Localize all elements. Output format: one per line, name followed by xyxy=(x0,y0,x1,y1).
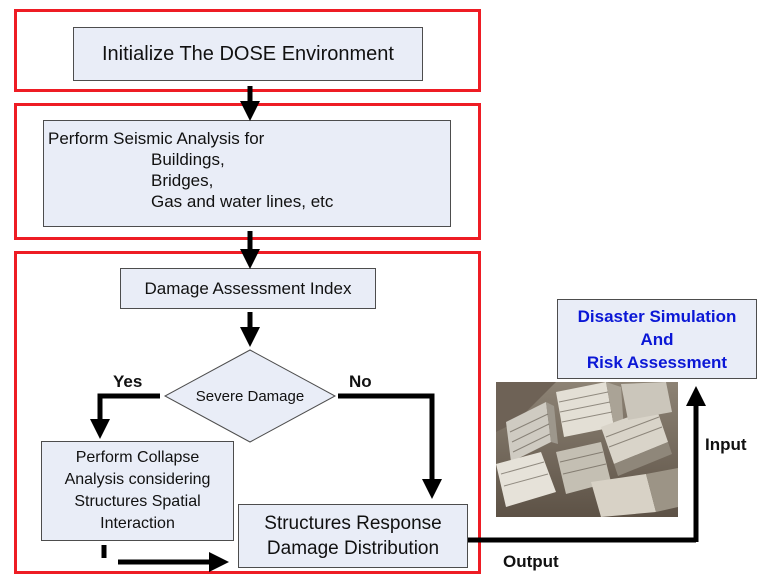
disaster-simulation-box: Disaster Simulation And Risk Assessment xyxy=(557,299,757,379)
severe-damage-diamond xyxy=(163,349,337,443)
disaster-line-3: Risk Assessment xyxy=(586,352,728,372)
response-line-2: Damage Distribution xyxy=(266,538,440,559)
severe-damage-label: Severe Damage xyxy=(196,388,304,405)
seismic-heading: Perform Seismic Analysis for xyxy=(48,129,265,148)
input-label: Input xyxy=(705,435,747,454)
disaster-line-1: Disaster Simulation xyxy=(577,306,737,326)
damage-assessment-box: Damage Assessment Index xyxy=(120,268,376,309)
seismic-item-lines: Gas and water lines, etc xyxy=(151,192,334,211)
collapse-analysis-box: Perform Collapse Analysis considering St… xyxy=(41,441,234,541)
response-line-1: Structures Response xyxy=(264,513,442,534)
collapse-line-4: Interaction xyxy=(100,515,175,532)
collapse-line-3: Structures Spatial xyxy=(74,493,201,510)
collapse-line-2: Analysis considering xyxy=(64,471,211,488)
seismic-item-buildings: Buildings, xyxy=(151,150,225,169)
damage-assessment-label: Damage Assessment Index xyxy=(144,278,352,298)
seismic-analysis-box: Perform Seismic Analysis for Buildings, … xyxy=(43,120,451,227)
earthquake-photo xyxy=(496,382,678,517)
disaster-line-2: And xyxy=(640,329,674,349)
no-branch-line xyxy=(338,393,435,470)
initialize-box: Initialize The DOSE Environment xyxy=(73,27,423,81)
structures-response-box: Structures Response Damage Distribution xyxy=(238,504,468,568)
collapse-line-1: Perform Collapse xyxy=(75,449,200,466)
seismic-item-bridges: Bridges, xyxy=(151,171,214,190)
yes-label: Yes xyxy=(113,372,143,391)
yes-branch-line xyxy=(97,393,160,420)
output-label: Output xyxy=(503,552,559,571)
initialize-label: Initialize The DOSE Environment xyxy=(102,42,394,65)
no-label: No xyxy=(349,372,372,391)
earthquake-damaged-buildings-icon xyxy=(496,382,678,517)
